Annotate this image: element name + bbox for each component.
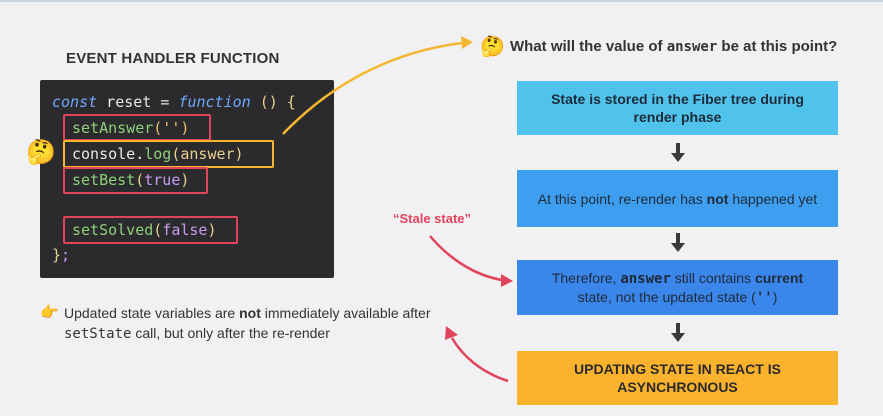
flow-step-3-text: Therefore, answer still contains current… bbox=[535, 269, 820, 307]
question-prefix: What will the value of bbox=[510, 38, 667, 55]
down-arrow-icon bbox=[671, 143, 685, 162]
code-paren: () { bbox=[250, 93, 296, 111]
stale-state-label: “Stale state” bbox=[393, 211, 472, 226]
yellow-arrow-head bbox=[461, 36, 473, 49]
flow-step-3-val: '' bbox=[755, 289, 773, 306]
note-e: call, but only after the re-render bbox=[131, 325, 330, 341]
note-a: Updated state variables are bbox=[64, 305, 240, 321]
keyword-const: const bbox=[52, 93, 98, 111]
code-line-close: }; bbox=[52, 246, 70, 264]
code-bool-true: true bbox=[144, 171, 181, 189]
note-b: not bbox=[239, 305, 261, 321]
flow-step-4: UPDATING STATE IN REACT IS ASYNCHRONOUS bbox=[517, 351, 838, 405]
code-paren: ( bbox=[135, 171, 145, 189]
thinking-face-icon: 🤔 bbox=[26, 138, 56, 166]
code-semicolon: ; bbox=[61, 246, 71, 264]
flow-step-3-d: state, not the updated state ( bbox=[577, 288, 756, 305]
top-divider bbox=[0, 0, 883, 2]
note-text: Updated state variables are not immediat… bbox=[64, 303, 454, 344]
flow-step-2-c: happened yet bbox=[728, 190, 818, 207]
flow-step-3-c: current bbox=[754, 269, 804, 286]
red-arrow-head-note bbox=[445, 326, 458, 340]
keyword-function: function bbox=[178, 93, 251, 111]
code-line-set-answer: setAnswer('') bbox=[72, 119, 189, 137]
code-paren: ( bbox=[153, 221, 163, 239]
code-paren: ) bbox=[180, 171, 190, 189]
highlight-set-solved bbox=[63, 216, 238, 244]
red-curved-arrow-stale bbox=[429, 235, 503, 282]
hand-pointing-right-icon: 👉 bbox=[40, 303, 59, 321]
flow-step-3-e: ) bbox=[772, 288, 778, 305]
code-console-log: log bbox=[144, 145, 172, 163]
flow-step-1-text: State is stored in the Fiber tree during… bbox=[551, 91, 804, 125]
flow-step-3: Therefore, answer still contains current… bbox=[517, 260, 838, 315]
red-curved-arrow-note bbox=[450, 337, 509, 383]
code-line-1: const reset = function () { bbox=[52, 93, 296, 111]
down-arrow-icon bbox=[671, 233, 685, 252]
code-line-console: console.log(answer) bbox=[72, 145, 244, 163]
code-fn-set-answer: setAnswer bbox=[72, 119, 154, 137]
code-arg-set-answer: ('') bbox=[153, 119, 190, 137]
flow-step-4-text: UPDATING STATE IN REACT IS ASYNCHRONOUS bbox=[574, 361, 781, 395]
code-panel bbox=[40, 80, 334, 278]
section-title: EVENT HANDLER FUNCTION bbox=[66, 50, 280, 67]
code-closing-brace: } bbox=[52, 246, 62, 264]
code-console-object: console bbox=[72, 145, 136, 163]
flow-step-2-b: not bbox=[706, 190, 729, 207]
flow-step-2-text: At this point, re-render has not happene… bbox=[538, 190, 817, 208]
flow-step-2-a: At this point, re-render has bbox=[537, 190, 707, 207]
yellow-curved-arrow bbox=[282, 41, 463, 135]
flow-step-1: State is stored in the Fiber tree during… bbox=[517, 81, 838, 135]
red-arrow-head-stale bbox=[501, 274, 513, 287]
question-suffix: be at this point? bbox=[717, 38, 838, 55]
code-fn-set-best: setBest bbox=[72, 171, 136, 189]
note-set-state: setState bbox=[64, 326, 132, 342]
thinking-face-icon: 🤔 bbox=[480, 34, 505, 58]
code-identifier: reset = bbox=[97, 93, 179, 111]
note-c: immediately available after bbox=[260, 305, 431, 321]
code-console-arg: (answer) bbox=[171, 145, 244, 163]
flow-step-2: At this point, re-render has not happene… bbox=[517, 170, 838, 227]
highlight-set-best bbox=[63, 167, 208, 194]
code-line-set-best: setBest(true) bbox=[72, 171, 189, 189]
code-fn-set-solved: setSolved bbox=[72, 221, 154, 239]
code-bool-false: false bbox=[162, 221, 208, 239]
flow-step-3-var: answer bbox=[620, 270, 671, 287]
down-arrow-icon bbox=[671, 323, 685, 342]
flow-step-3-a: Therefore, bbox=[551, 269, 621, 286]
question-text: What will the value of answer be at this… bbox=[510, 38, 837, 55]
flow-step-3-b: still contains bbox=[670, 269, 755, 286]
code-line-set-solved: setSolved(false) bbox=[72, 221, 217, 239]
question-variable: answer bbox=[666, 39, 718, 55]
code-paren: ) bbox=[207, 221, 217, 239]
code-console-dot: . bbox=[135, 145, 145, 163]
